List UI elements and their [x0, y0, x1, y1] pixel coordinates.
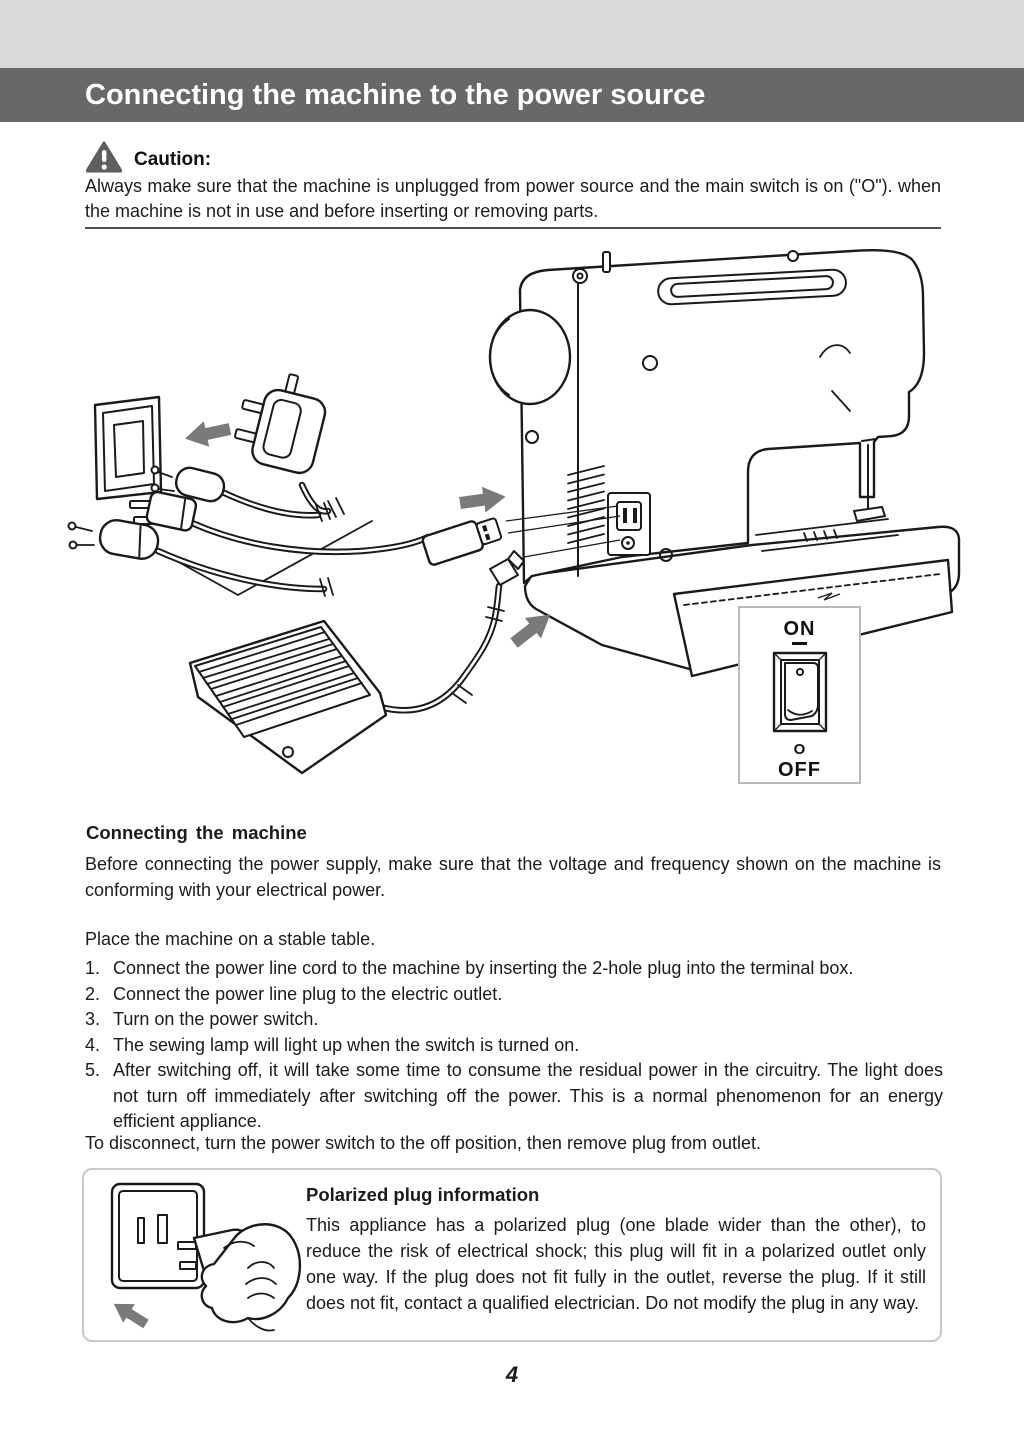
- presser-foot: [853, 506, 886, 522]
- caution-text: Always make sure that the machine is unp…: [85, 176, 941, 221]
- step-number: 3.: [85, 1009, 101, 1029]
- step-text: Turn on the power switch.: [113, 1009, 319, 1029]
- list-item: 2. Connect the power line plug to the el…: [85, 982, 943, 1008]
- list-item: 3. Turn on the power switch.: [85, 1007, 943, 1033]
- uk-plug-adapter: [234, 373, 327, 475]
- step-number: 2.: [85, 983, 101, 1004]
- step-text: Connect the power line cord to the machi…: [113, 958, 854, 978]
- sewing-machine: [488, 248, 961, 678]
- polarized-plug-box: Polarized plug information This applianc…: [82, 1168, 942, 1342]
- list-item: 1. Connect the power line cord to the ma…: [85, 956, 943, 982]
- switch-off-label: OFF: [778, 759, 821, 781]
- needle-assembly: [819, 344, 886, 522]
- rocker-switch: [772, 651, 827, 733]
- step-number: 5.: [85, 1060, 101, 1080]
- warning-triangle-icon: [85, 141, 123, 178]
- switch-on-symbol: [792, 642, 807, 645]
- hand-with-plug: [177, 1223, 302, 1332]
- step-number: 1.: [85, 958, 101, 978]
- stitch-plate: [755, 518, 899, 552]
- foot-controller-jack: [621, 536, 635, 550]
- place-paragraph: Place the machine on a stable table.: [85, 929, 376, 949]
- list-item: 4. The sewing lamp will light up when th…: [85, 1033, 943, 1059]
- page-title: Connecting the machine to the power sour…: [0, 68, 1024, 122]
- terminal-box: [607, 492, 651, 556]
- arrow-to-terminal-icon: [459, 486, 506, 513]
- polarized-plug-text: This appliance has a polarized plug (one…: [306, 1215, 926, 1313]
- polarized-plug-illustration: [98, 1178, 308, 1341]
- arrow-to-outlet-icon: [185, 421, 232, 447]
- arrow-foot-plug-icon: [510, 614, 551, 648]
- spool-pin: [602, 251, 611, 273]
- step-text: Connect the power line plug to the elect…: [113, 983, 503, 1004]
- vent-grille: [567, 465, 605, 544]
- power-switch-panel: ON O OFF: [738, 606, 861, 784]
- us-plug: [129, 490, 432, 556]
- list-item: 5. After switching off, it will take som…: [85, 1058, 943, 1135]
- polarized-plug-heading: Polarized plug information: [306, 1184, 540, 1205]
- foot-controller: [188, 582, 505, 775]
- caution-heading: Caution:: [85, 141, 212, 178]
- step-list: 1. Connect the power line cord to the ma…: [85, 956, 943, 1135]
- step-number: 4.: [85, 1034, 101, 1055]
- carry-handle: [657, 268, 847, 306]
- section-heading: Connecting the machine: [86, 822, 307, 843]
- page-number: 4: [505, 1362, 519, 1387]
- euro-plug-2: [67, 519, 334, 597]
- arrow-plug-icon: [113, 1303, 149, 1329]
- disconnect-paragraph: To disconnect, turn the power switch to …: [85, 1133, 762, 1153]
- switch-on-label: ON: [783, 618, 816, 640]
- power-cord-two-hole-plug: [421, 505, 621, 566]
- step-text: The sewing lamp will light up when the s…: [113, 1034, 580, 1055]
- divider-rule: [85, 227, 941, 229]
- caution-label: Caution:: [134, 148, 212, 170]
- switch-off-symbol: O: [793, 741, 806, 758]
- euro-plug: [150, 465, 331, 522]
- outlet-plate: [110, 1182, 206, 1290]
- foot-controller-plug: [489, 539, 621, 586]
- bobbin-winder: [572, 268, 588, 284]
- intro-paragraph: Before connecting the power supply, make…: [85, 854, 941, 900]
- power-socket: [616, 501, 642, 531]
- step-text: After switching off, it will take some t…: [113, 1060, 943, 1131]
- top-gray-band: [0, 0, 1024, 68]
- pedal-ribs: [198, 631, 363, 726]
- wall-outlet: [93, 395, 163, 501]
